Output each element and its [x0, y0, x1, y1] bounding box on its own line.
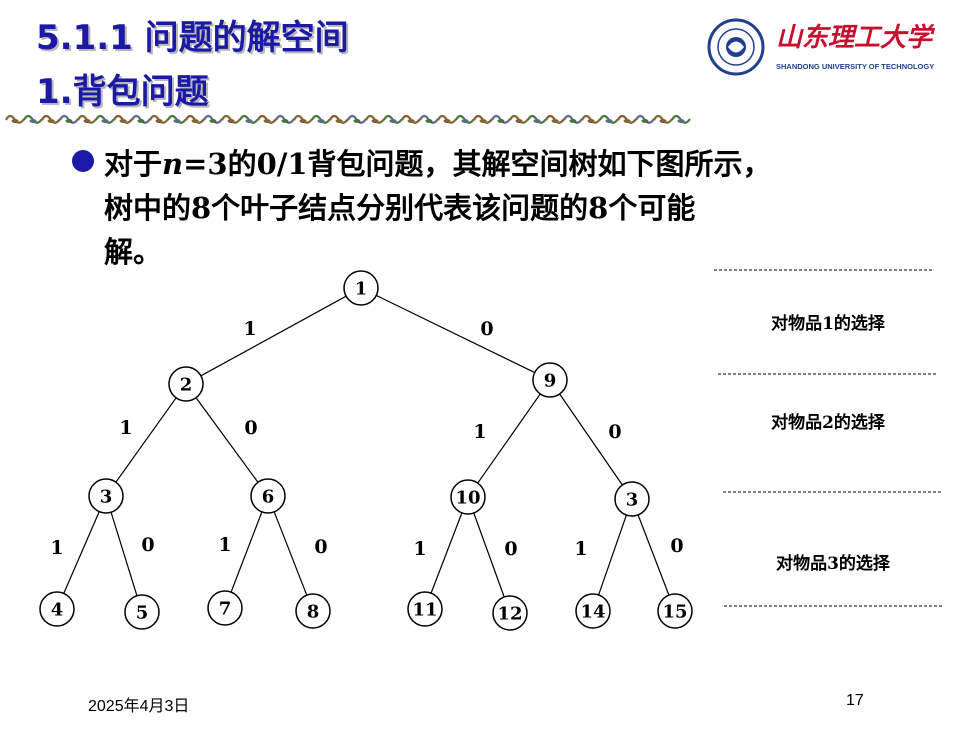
edge-label: 1 [50, 537, 63, 559]
tree-node: 9 [532, 362, 568, 398]
tree-edge [473, 512, 505, 598]
bullet-line-2: 树中的8个叶子结点分别代表该问题的8个可能 [104, 191, 696, 225]
tree-node: 15 [657, 593, 693, 629]
node-label: 10 [455, 488, 480, 509]
tree-node: 3 [88, 478, 124, 514]
tree-edge [110, 512, 138, 596]
node-label: 5 [136, 603, 149, 624]
tree-edge [376, 294, 535, 374]
tree-edge [63, 511, 100, 594]
footer-date: 2025年4月3日 [88, 698, 190, 715]
tree-node: 10 [450, 479, 486, 515]
tree-node: 1 [343, 270, 379, 306]
tree-edge [115, 397, 177, 483]
edge-label: 0 [504, 538, 517, 560]
node-label: 2 [180, 375, 193, 396]
tree-edge [195, 397, 259, 483]
edge-label: 0 [670, 535, 683, 557]
decorative-divider [5, 114, 691, 124]
node-label: 12 [497, 604, 522, 625]
edge-label: 0 [314, 536, 327, 558]
tree-node: 5 [124, 594, 160, 630]
node-label: 8 [307, 602, 320, 623]
slide-subtitle: 1.背包问题 [36, 72, 209, 112]
bullet-line-1: 对于n=3的0/1背包问题，其解空间树如下图所示， [104, 147, 772, 181]
tree-edge [430, 512, 463, 594]
level-label: 对物品1的选择 [771, 313, 886, 334]
node-label: 15 [662, 602, 687, 623]
tree-edge [559, 393, 623, 486]
tree-node: 2 [168, 366, 204, 402]
node-label: 14 [580, 602, 605, 623]
edge-label: 1 [413, 538, 426, 560]
edge-label: 1 [218, 534, 231, 556]
tree-edge [637, 514, 670, 596]
university-logo: 山东理工大学 SHANDONG UNIVERSITY OF TECHNOLOGY [707, 18, 936, 76]
bullet-icon [72, 150, 94, 172]
page-number: 17 [846, 692, 864, 709]
node-label: 1 [355, 279, 368, 300]
level-label: 对物品2的选择 [771, 412, 886, 433]
tree-edge [273, 511, 308, 596]
edge-label: 1 [243, 318, 256, 340]
bullet-line-3: 解。 [104, 235, 163, 269]
slide-title: 5.1.1 问题的解空间 [36, 18, 349, 58]
tree-node: 4 [39, 591, 75, 627]
edge-label: 0 [244, 417, 257, 439]
node-label: 3 [100, 487, 113, 508]
edge-label: 1 [119, 417, 132, 439]
node-label: 6 [262, 487, 275, 508]
edge-label: 0 [141, 534, 154, 556]
tree-node: 7 [207, 590, 243, 626]
tree-node: 14 [575, 593, 611, 629]
tree-edge [598, 514, 627, 596]
node-label: 7 [219, 599, 232, 620]
edge-label: 0 [608, 421, 621, 443]
edge-label: 1 [473, 421, 486, 443]
logo-subtitle: SHANDONG UNIVERSITY OF TECHNOLOGY [776, 62, 934, 71]
tree-node: 8 [295, 593, 331, 629]
node-label: 4 [51, 600, 64, 621]
logo-name: 山东理工大学 [776, 23, 936, 53]
tree-edge [477, 393, 541, 484]
level-label: 对物品3的选择 [776, 553, 891, 574]
node-label: 3 [626, 490, 639, 511]
edge-label: 0 [480, 318, 493, 340]
tree-node: 12 [492, 595, 528, 631]
node-label: 11 [412, 600, 437, 621]
tree-node: 11 [407, 591, 443, 627]
tree-node: 3 [614, 481, 650, 517]
tree-node: 6 [250, 478, 286, 514]
tree-edge [230, 511, 263, 593]
tree-edge [200, 295, 347, 377]
node-label: 9 [544, 371, 557, 392]
edge-label: 1 [574, 538, 587, 560]
